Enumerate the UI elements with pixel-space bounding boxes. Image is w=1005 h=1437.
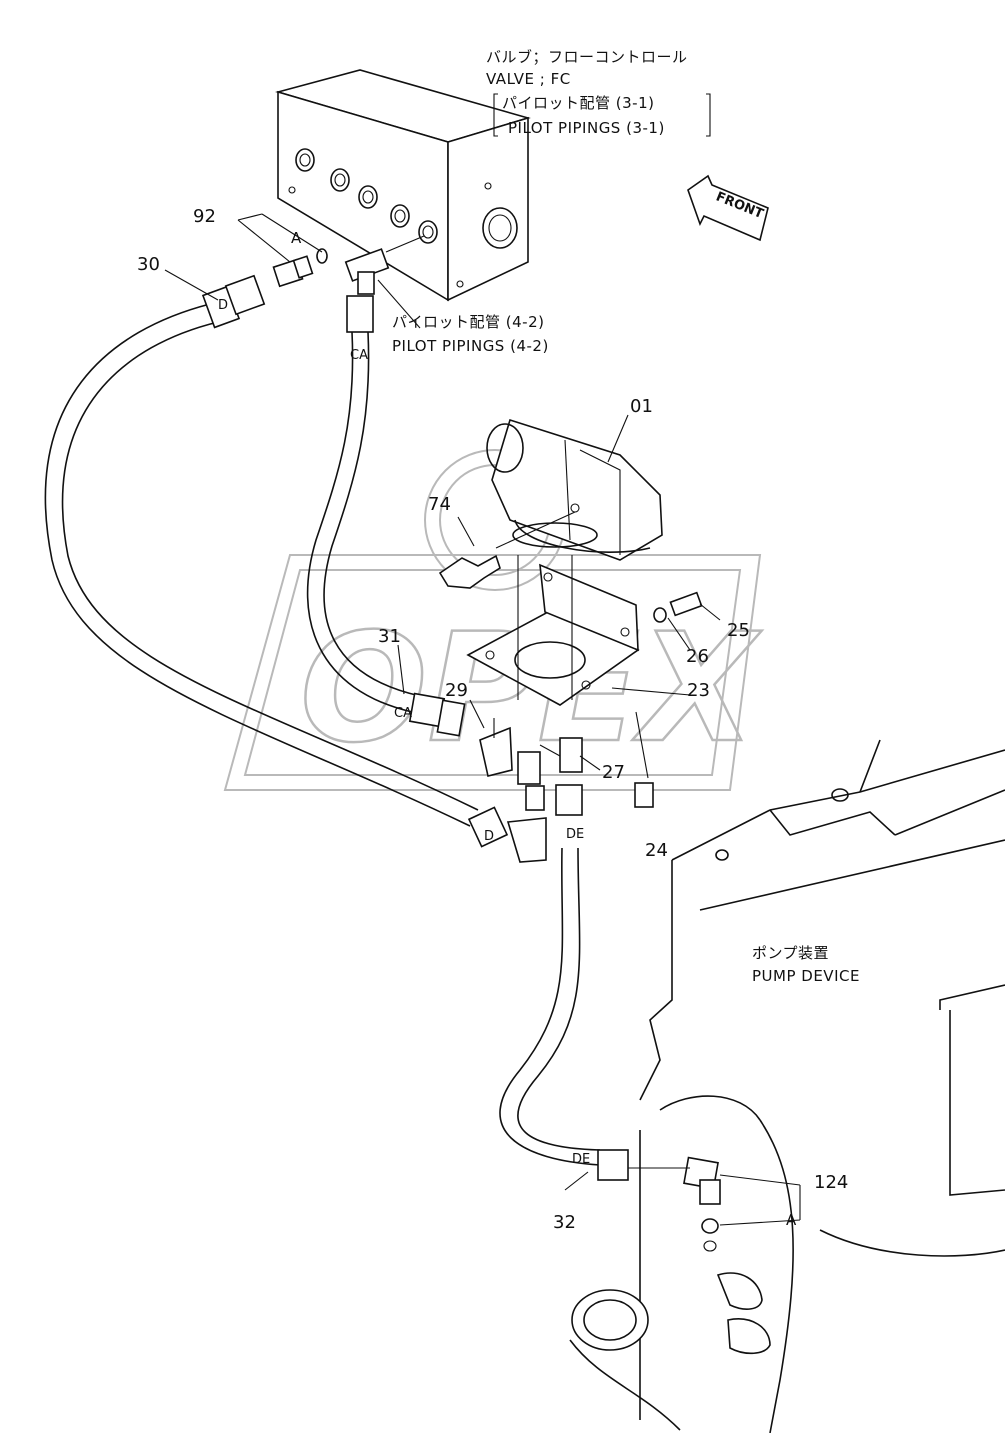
pump-en-caption: PUMP DEVICE	[752, 967, 860, 985]
mark-d-bottom: D	[484, 829, 494, 844]
part-number-92: 92	[193, 206, 216, 227]
hose-marks: A D CA CA D DE DE A	[218, 229, 797, 1229]
hose-30	[44, 274, 509, 848]
mark-de-bottom: DE	[572, 1152, 590, 1167]
solenoid-valve	[486, 418, 663, 561]
pump-device	[569, 739, 1005, 1434]
fittings-27-29	[479, 718, 654, 863]
mark-ca-mid: CA	[394, 706, 412, 721]
mark-d-top: D	[218, 298, 228, 313]
valve-jp-caption: バルブ；フローコントロール	[486, 48, 688, 66]
pilot31-jp-caption: パイロット配管 (3-1)	[502, 94, 654, 112]
mark-a-bottom: A	[786, 1211, 797, 1229]
pilot42-en-caption: PILOT PIPINGS (4-2)	[392, 337, 549, 355]
hose-32	[499, 847, 801, 1252]
mark-a-top: A	[291, 229, 302, 247]
part-number-29: 29	[445, 680, 468, 701]
tee-fitting	[344, 235, 425, 329]
part-number-25: 25	[727, 620, 750, 641]
mark-de-top: DE	[566, 827, 584, 842]
leader-lines	[164, 269, 691, 1191]
part-number-23: 23	[687, 680, 710, 701]
part-number-26: 26	[686, 646, 709, 667]
part-numbers: 92 30 01 74 31 29 25 26 23 27 24 124 32	[137, 206, 848, 1233]
part-number-30: 30	[137, 254, 160, 275]
pilot31-en-caption: PILOT PIPINGS (3-1)	[508, 119, 665, 137]
part-number-31: 31	[378, 626, 401, 647]
fitting-92	[237, 213, 328, 288]
pump-jp-caption: ポンプ装置	[752, 944, 829, 962]
flow-control-valve	[275, 69, 531, 302]
front-arrow: FRONT	[687, 174, 769, 242]
valve-en-caption: VALVE ; FC	[486, 70, 571, 88]
captions: バルブ；フローコントロール VALVE ; FC パイロット配管 (3-1) P…	[392, 48, 860, 985]
part-number-32: 32	[553, 1212, 576, 1233]
part-number-01: 01	[630, 396, 653, 417]
pilot42-jp-caption: パイロット配管 (4-2)	[392, 313, 544, 331]
bracket-23	[466, 555, 640, 706]
part-number-24: 24	[645, 840, 668, 861]
mark-ca-top: CA	[350, 348, 368, 363]
part-number-27: 27	[602, 762, 625, 783]
part-number-124: 124	[814, 1172, 848, 1193]
part-number-74: 74	[428, 494, 451, 515]
hose-31	[306, 295, 466, 737]
bolt-25	[653, 591, 721, 651]
fitting-74	[438, 511, 576, 589]
